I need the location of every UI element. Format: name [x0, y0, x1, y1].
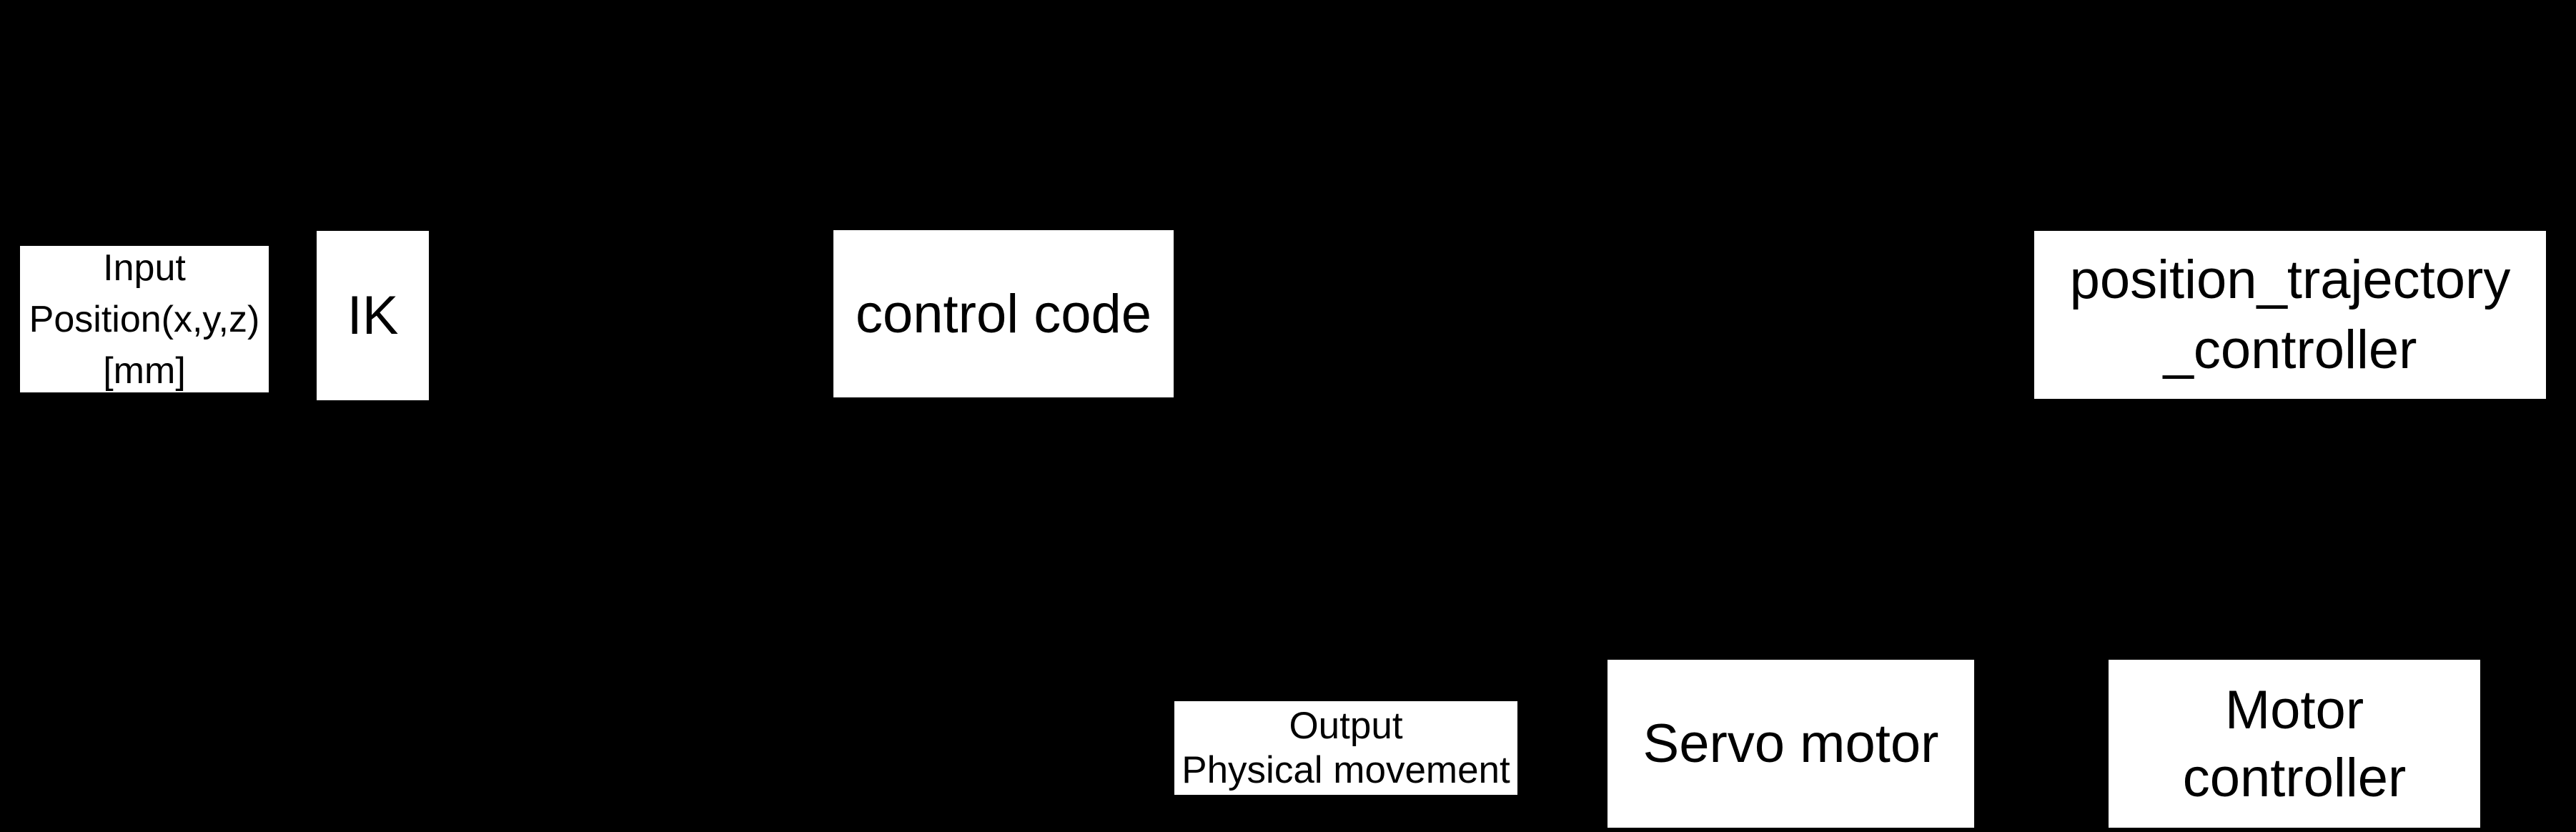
- node-label: Motor: [2224, 679, 2364, 741]
- node-servo-motor: Servo motor: [1607, 660, 1974, 828]
- node-label: Input: [103, 247, 186, 289]
- node-label: position_trajectory: [2069, 249, 2511, 310]
- node-label: Position(x,y,z): [29, 298, 260, 340]
- node-position-trajectory-controller: position_trajectory _controller: [2034, 231, 2546, 399]
- node-label: [mm]: [103, 350, 186, 392]
- node-label: Servo motor: [1643, 713, 1939, 774]
- node-motor-controller: Motor controller: [2109, 660, 2480, 828]
- node-label: control code: [855, 283, 1152, 345]
- node-input-position: Input Position(x,y,z) [mm]: [20, 246, 269, 392]
- node-label: IK: [347, 285, 399, 346]
- node-label: Physical movement: [1182, 748, 1510, 791]
- node-ik: IK: [317, 231, 429, 400]
- node-output-physical-movement: Output Physical movement: [1174, 701, 1517, 795]
- node-label: _controller: [2163, 319, 2417, 380]
- node-label: Output: [1289, 704, 1403, 747]
- node-label: controller: [2182, 747, 2407, 808]
- node-control-code: control code: [833, 230, 1174, 397]
